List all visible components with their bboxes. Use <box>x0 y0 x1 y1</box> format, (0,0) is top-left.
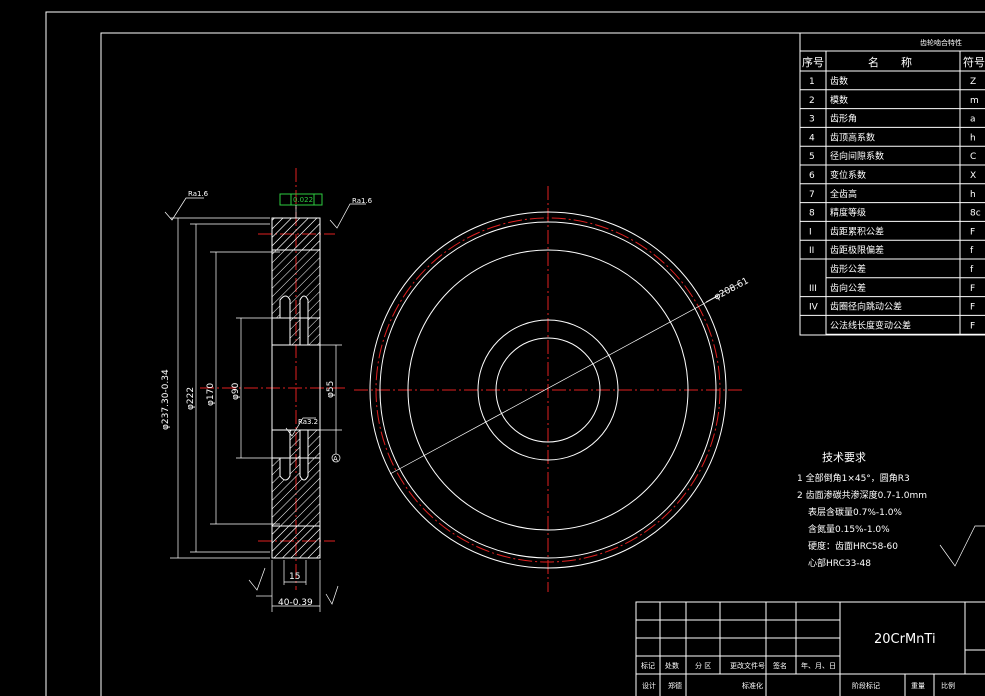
material-label: 20CrMnTi <box>874 632 936 647</box>
tech-line-6: 心部HRC33-48 <box>808 557 871 569</box>
table-cell-sym: h <box>970 190 976 200</box>
tech-line-5: 硬度：齿面HRC58-60 <box>808 540 898 552</box>
table-cell-no: 2 <box>809 96 815 106</box>
table-cell-sym: F <box>970 284 975 294</box>
d90-label: φ90 <box>231 382 241 400</box>
tb-label-mark: 标记 <box>641 661 655 670</box>
outer-frame <box>45 11 985 696</box>
table-cell-name: 精度等级 <box>830 207 866 219</box>
tb-label-sign: 签名 <box>773 661 787 670</box>
section-view <box>164 168 366 612</box>
tb-label-design: 设计 <box>642 681 656 690</box>
table-cell-sym: F <box>970 303 975 313</box>
table-cell-sym: C <box>970 152 976 162</box>
rough-label-2: Ra1.6 <box>352 197 373 205</box>
table-cell-sym: 8c <box>970 209 981 219</box>
inner-frame <box>100 32 985 696</box>
tech-line-3: 表层含碳量0.7%-1.0% <box>808 506 902 518</box>
hub-label: 15 <box>289 572 300 582</box>
table-cell-name: 齿数 <box>830 75 848 87</box>
params-head-no: 序号 <box>802 55 824 69</box>
table-cell-name: 模数 <box>830 94 848 106</box>
table-cell-name: 公法线长度变动公差 <box>830 319 911 331</box>
table-cell-name: 齿距极限偏差 <box>830 244 884 256</box>
tip-dia-label: φ237.30-0.34 <box>161 369 171 430</box>
front-view <box>354 186 745 592</box>
rough-label-3: Ra3.2 <box>298 418 318 426</box>
tech-title: 技术要求 <box>822 451 866 464</box>
tb-label-zone: 分 区 <box>695 661 711 670</box>
tb-label-count: 处数 <box>665 661 679 670</box>
table-cell-no: 1 <box>809 77 815 87</box>
tb-label-scale: 比例 <box>941 681 955 690</box>
table-cell-sym: f <box>970 246 974 256</box>
params-rows: 1 齿数 Z 2 模数 m 3 齿形角 a 4 齿顶高系数 h 5 径向间隙系数 C 6 变位系数 X 7 全齿高 h 8… <box>800 75 985 335</box>
tech-line-4: 含氮量0.15%-1.0% <box>808 523 890 535</box>
table-cell-name: 齿顶高系数 <box>830 131 875 143</box>
tol-value: 0.022 <box>293 196 313 204</box>
front-dia-label: φ208.61 <box>713 276 751 302</box>
table-cell-no: 8 <box>809 209 815 219</box>
table-cell-sym: X <box>970 171 976 181</box>
rough-label-1: Ra1.6 <box>188 190 209 198</box>
d55-label: φ55 <box>326 381 336 398</box>
table-cell-no: III <box>809 284 817 294</box>
table-cell-sym: f <box>970 265 974 275</box>
table-cell-sym: h <box>970 133 976 143</box>
tb-sign-name: 郑德 <box>668 681 682 690</box>
table-cell-name: 齿形角 <box>830 113 857 125</box>
table-cell-no: 3 <box>809 115 815 125</box>
table-cell-sym: Z <box>970 77 976 87</box>
table-cell-sym: F <box>970 227 975 237</box>
datum-a-label: A <box>333 455 338 463</box>
tolerance-frame <box>279 193 323 206</box>
table-cell-sym: F <box>970 321 975 331</box>
tb-label-std: 标准化 <box>742 681 763 690</box>
tech-line-2: 2 齿面渗碳共渗深度0.7-1.0mm <box>797 489 927 501</box>
table-cell-name: 齿圈径向跳动公差 <box>830 301 902 313</box>
title-block <box>635 601 985 696</box>
table-cell-no: IV <box>809 303 819 313</box>
params-head-sym: 符号 <box>963 56 985 69</box>
table-cell-no: II <box>809 246 814 256</box>
d170-label: φ170 <box>206 383 216 406</box>
tb-label-docno: 更改文件号 <box>730 661 765 670</box>
tech-line-1: 1 全部倒角1×45°，圆角R3 <box>797 472 910 484</box>
table-cell-no: 4 <box>809 133 815 143</box>
table-cell-no: I <box>809 227 812 237</box>
tb-label-weight: 重量 <box>911 682 925 690</box>
table-cell-name: 齿向公差 <box>830 282 866 294</box>
width-label: 40-0.39 <box>278 598 313 608</box>
tb-label-date: 年、月、日 <box>801 661 836 670</box>
table-cell-sym: m <box>970 96 979 106</box>
table-cell-no: 6 <box>809 171 815 181</box>
table-cell-name: 变位系数 <box>830 169 866 181</box>
table-cell-name: 齿形公差 <box>830 263 866 275</box>
tech-requirements: 技术要求 1 全部倒角1×45°，圆角R3 2 齿面渗碳共渗深度0.7-1.0m… <box>797 451 985 569</box>
table-cell-name: 齿距累积公差 <box>830 225 884 237</box>
table-cell-sym: a <box>970 115 976 125</box>
table-cell-no: 7 <box>809 190 815 200</box>
d222-label: φ222 <box>186 387 196 410</box>
params-head-name: 名 称 <box>868 55 912 69</box>
params-title: 齿轮啮合特性 <box>920 38 962 47</box>
table-cell-no: 5 <box>809 152 815 162</box>
table-cell-name: 径向间隙系数 <box>830 150 884 162</box>
tb-label-stage: 阶段标记 <box>852 681 880 690</box>
table-cell-name: 全齿高 <box>830 188 857 200</box>
